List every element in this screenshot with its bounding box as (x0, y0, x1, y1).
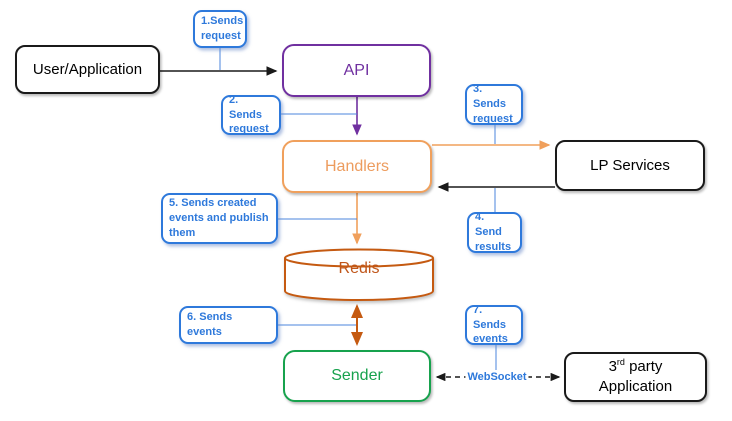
third-party-line2: Application (598, 378, 673, 395)
node-redis: Redis (283, 248, 435, 302)
node-sender: Sender (283, 350, 431, 402)
third-party-line1: 3rd party (608, 356, 663, 375)
callout-1-sends-request: 1.Sends request (193, 10, 247, 48)
websocket-edge-label: WebSocket (465, 371, 529, 383)
callout-3-sends-request: 3. Sends request (465, 83, 523, 125)
callout-4-send-results: 4. Send results (467, 211, 522, 253)
node-lp-services: LP Services (555, 140, 705, 191)
node-third-party-application: 3rd party Application (564, 352, 707, 402)
node-api: API (282, 44, 431, 97)
node-user-application: User/Application (15, 45, 160, 94)
callout-2-sends-request: 2. Sends request (221, 94, 281, 135)
callout-7-sends-events: 7. Sends events (465, 304, 523, 345)
callout-5-sends-created-events: 5. Sends created events and publish them (161, 193, 278, 244)
database-cylinder-icon (284, 248, 434, 301)
node-handlers: Handlers (282, 140, 432, 193)
node-redis-label: Redis (338, 260, 380, 277)
callout-6-sends-events: 6. Sends events (179, 306, 278, 344)
